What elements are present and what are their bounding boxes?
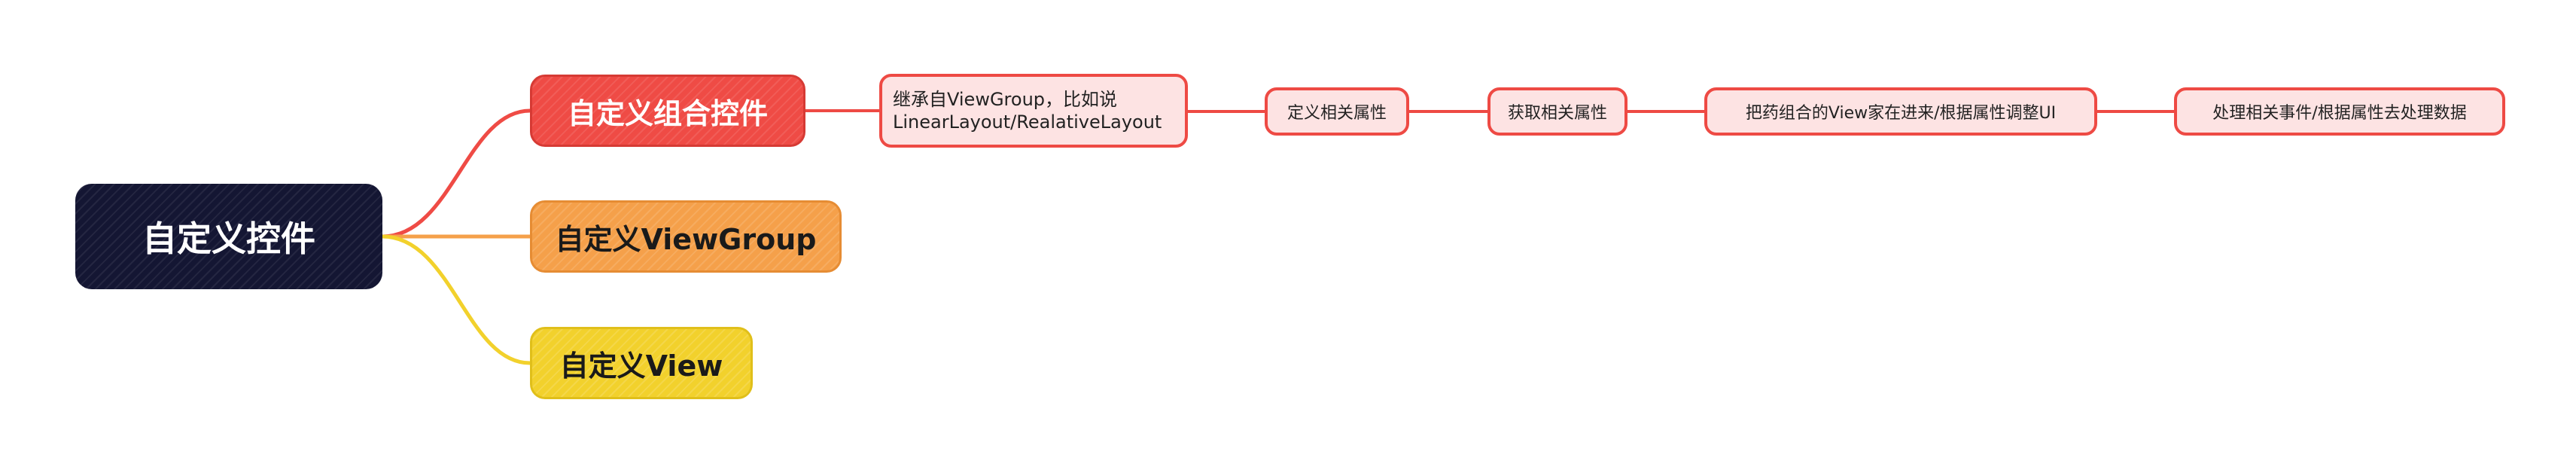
leaf-node-handle-events-process-data[interactable]: 处理相关事件/根据属性去处理数据 — [2174, 87, 2505, 136]
connector-root-to-custom-view — [380, 234, 532, 365]
leaf-node-line: LinearLayout/RealativeLayout — [893, 111, 1162, 133]
root-node-custom-controls[interactable]: 自定义控件 — [75, 184, 382, 289]
connector-root-to-custom-composite — [380, 108, 532, 239]
leaf-node-define-attributes[interactable]: 定义相关属性 — [1265, 87, 1409, 136]
leaf-node-label: 获取相关属性 — [1507, 104, 1607, 123]
branch-node-label: 自定义View — [559, 349, 723, 383]
leaf-node-label: 定义相关属性 — [1286, 104, 1387, 123]
leaf-node-extend-viewgroup[interactable]: 继承自ViewGroup，比如说 LinearLayout/RealativeL… — [879, 74, 1188, 148]
leaf-node-label: 把药组合的View家在进来/根据属性调整UI — [1745, 104, 2057, 123]
root-node-label: 自定义控件 — [142, 218, 315, 259]
leaf-node-get-attributes[interactable]: 获取相关属性 — [1487, 87, 1628, 136]
branch-node-custom-viewgroup[interactable]: 自定义ViewGroup — [530, 200, 842, 273]
leaf-node-load-views-adjust-ui[interactable]: 把药组合的View家在进来/根据属性调整UI — [1704, 87, 2097, 136]
branch-node-custom-view[interactable]: 自定义View — [530, 327, 753, 399]
branch-node-custom-composite-control[interactable]: 自定义组合控件 — [530, 75, 805, 147]
branch-node-label: 自定义ViewGroup — [555, 222, 817, 256]
leaf-node-line: 继承自ViewGroup，比如说 — [893, 89, 1118, 110]
branch-node-label: 自定义组合控件 — [567, 96, 768, 130]
leaf-node-label: 处理相关事件/根据属性去处理数据 — [2212, 104, 2467, 123]
